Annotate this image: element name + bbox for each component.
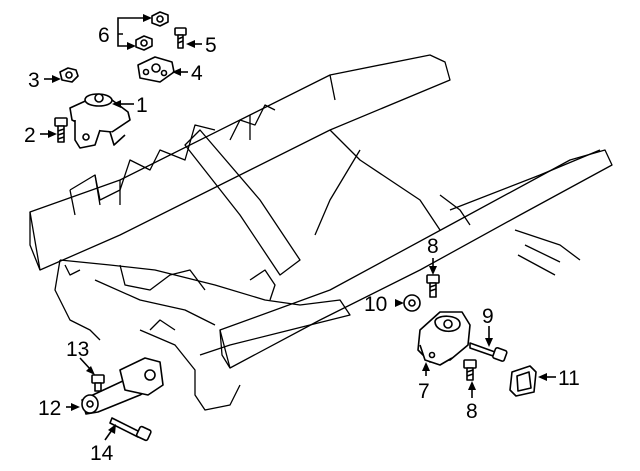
leader-lines xyxy=(40,14,556,441)
nut-part-6-upper xyxy=(151,11,169,27)
callout-10: 10 xyxy=(364,293,387,316)
mount-pad-part-4 xyxy=(137,56,175,83)
bolt-part-13 xyxy=(91,374,105,392)
long-bolt-part-9 xyxy=(469,342,508,362)
callout-3: 3 xyxy=(28,69,40,92)
bolt-part-8-upper xyxy=(426,274,440,298)
long-bolt-part-14 xyxy=(109,417,152,442)
washer-part-10 xyxy=(403,294,421,312)
nut-part-6-lower xyxy=(135,35,153,51)
chassis-frame xyxy=(29,54,613,411)
bolt-part-5 xyxy=(174,27,187,49)
callout-1: 1 xyxy=(136,94,148,117)
transmission-mount-part-7 xyxy=(417,311,471,366)
engine-mount-upper xyxy=(69,93,131,149)
callout-8-lower: 8 xyxy=(466,400,478,423)
callout-14: 14 xyxy=(90,442,114,465)
callout-11: 11 xyxy=(558,367,580,390)
callout-2: 2 xyxy=(24,124,36,147)
bolt-part-8-lower xyxy=(463,359,477,381)
callout-5: 5 xyxy=(205,34,217,57)
nut-part-3 xyxy=(59,67,79,83)
callout-8-upper: 8 xyxy=(427,235,439,258)
torque-rod-part-12 xyxy=(81,357,164,415)
bolt-part-2 xyxy=(54,117,68,143)
pad-part-11 xyxy=(509,365,537,397)
callout-7: 7 xyxy=(418,380,430,403)
callout-6: 6 xyxy=(98,24,110,47)
callout-labels: 1 2 3 4 5 6 7 8 8 9 10 11 12 13 14 xyxy=(24,24,580,465)
callout-13: 13 xyxy=(66,338,89,361)
callout-12: 12 xyxy=(38,397,61,420)
callout-4: 4 xyxy=(191,62,203,85)
callout-9: 9 xyxy=(482,305,494,328)
